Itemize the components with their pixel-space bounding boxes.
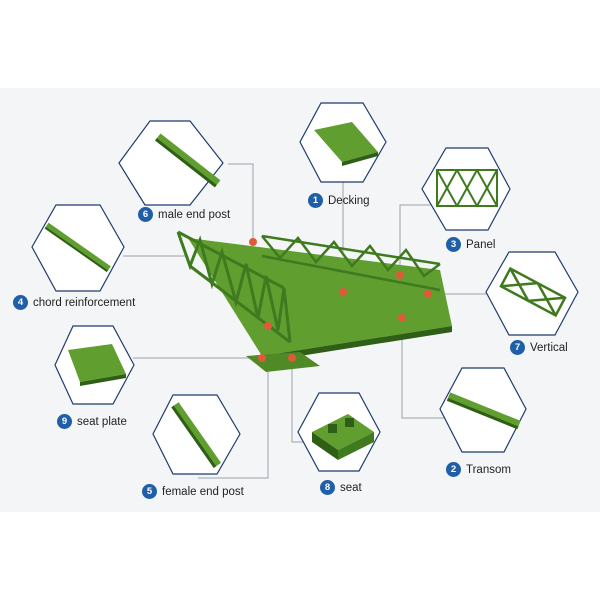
part-label: Decking [328, 194, 370, 207]
decking-part [314, 122, 378, 162]
hex-seat-plate [54, 325, 135, 405]
part-label: Panel [466, 238, 496, 251]
bridge-deck-edge [262, 326, 452, 362]
label-chord-reinforcement: 4 chord reinforcement [13, 295, 135, 310]
chord-reinforcement-part [45, 222, 111, 272]
hex-vertical [485, 251, 579, 336]
part-label: Vertical [530, 341, 568, 354]
near-truss [176, 230, 292, 344]
bridge-assembly [176, 230, 452, 372]
number-badge: 5 [142, 484, 157, 499]
seat-part [312, 414, 374, 460]
hex-panel [421, 147, 511, 231]
number-badge: 3 [446, 237, 461, 252]
number-badge: 4 [13, 295, 28, 310]
label-vertical: 7 Vertical [510, 340, 568, 355]
part-label: Transom [466, 463, 511, 476]
number-badge: 7 [510, 340, 525, 355]
callout-markers [249, 238, 432, 362]
hex-male-end-post [118, 120, 224, 206]
marker-male-end-post [249, 238, 257, 246]
hex-seat [297, 392, 381, 472]
transom-part [447, 392, 521, 428]
hex-chord-reinforcement [31, 204, 125, 292]
number-badge: 6 [138, 207, 153, 222]
female-end-post-part [172, 402, 222, 468]
label-seat-plate: 9 seat plate [57, 414, 127, 429]
label-male-end-post: 6 male end post [138, 207, 230, 222]
hex-transom [439, 367, 527, 453]
label-panel: 3 Panel [446, 237, 495, 252]
panel-part [436, 169, 498, 207]
part-label: seat [340, 481, 362, 494]
male-end-post-part [155, 133, 221, 187]
far-truss [261, 234, 441, 292]
leader-male-end-post [228, 163, 254, 242]
number-badge: 8 [320, 480, 335, 495]
number-badge: 1 [308, 193, 323, 208]
number-badge: 2 [446, 462, 461, 477]
marker-seat-plate [258, 354, 266, 362]
part-label: male end post [158, 208, 231, 221]
leader-seat [291, 358, 306, 443]
part-label: female end post [162, 485, 244, 498]
hex-decking [299, 102, 387, 183]
marker-female-end-post [264, 322, 272, 330]
label-decking: 1 Decking [308, 193, 370, 208]
marker-transom [398, 314, 406, 322]
marker-vertical [424, 290, 432, 298]
part-label: seat plate [77, 415, 127, 428]
label-female-end-post: 5 female end post [142, 484, 244, 499]
marker-decking [339, 288, 347, 296]
leader-panel [399, 204, 434, 275]
marker-panel [396, 271, 404, 279]
leader-transom [401, 318, 444, 419]
number-badge: 9 [57, 414, 72, 429]
label-transom: 2 Transom [446, 462, 511, 477]
leader-female-end-post [198, 370, 269, 479]
seat-plate-part [68, 344, 126, 382]
hex-female-end-post [152, 394, 241, 475]
label-seat: 8 seat [320, 480, 362, 495]
marker-seat [288, 354, 296, 362]
leader-lines [123, 163, 504, 479]
vertical-part [499, 266, 567, 318]
part-label: chord reinforcement [33, 296, 136, 309]
